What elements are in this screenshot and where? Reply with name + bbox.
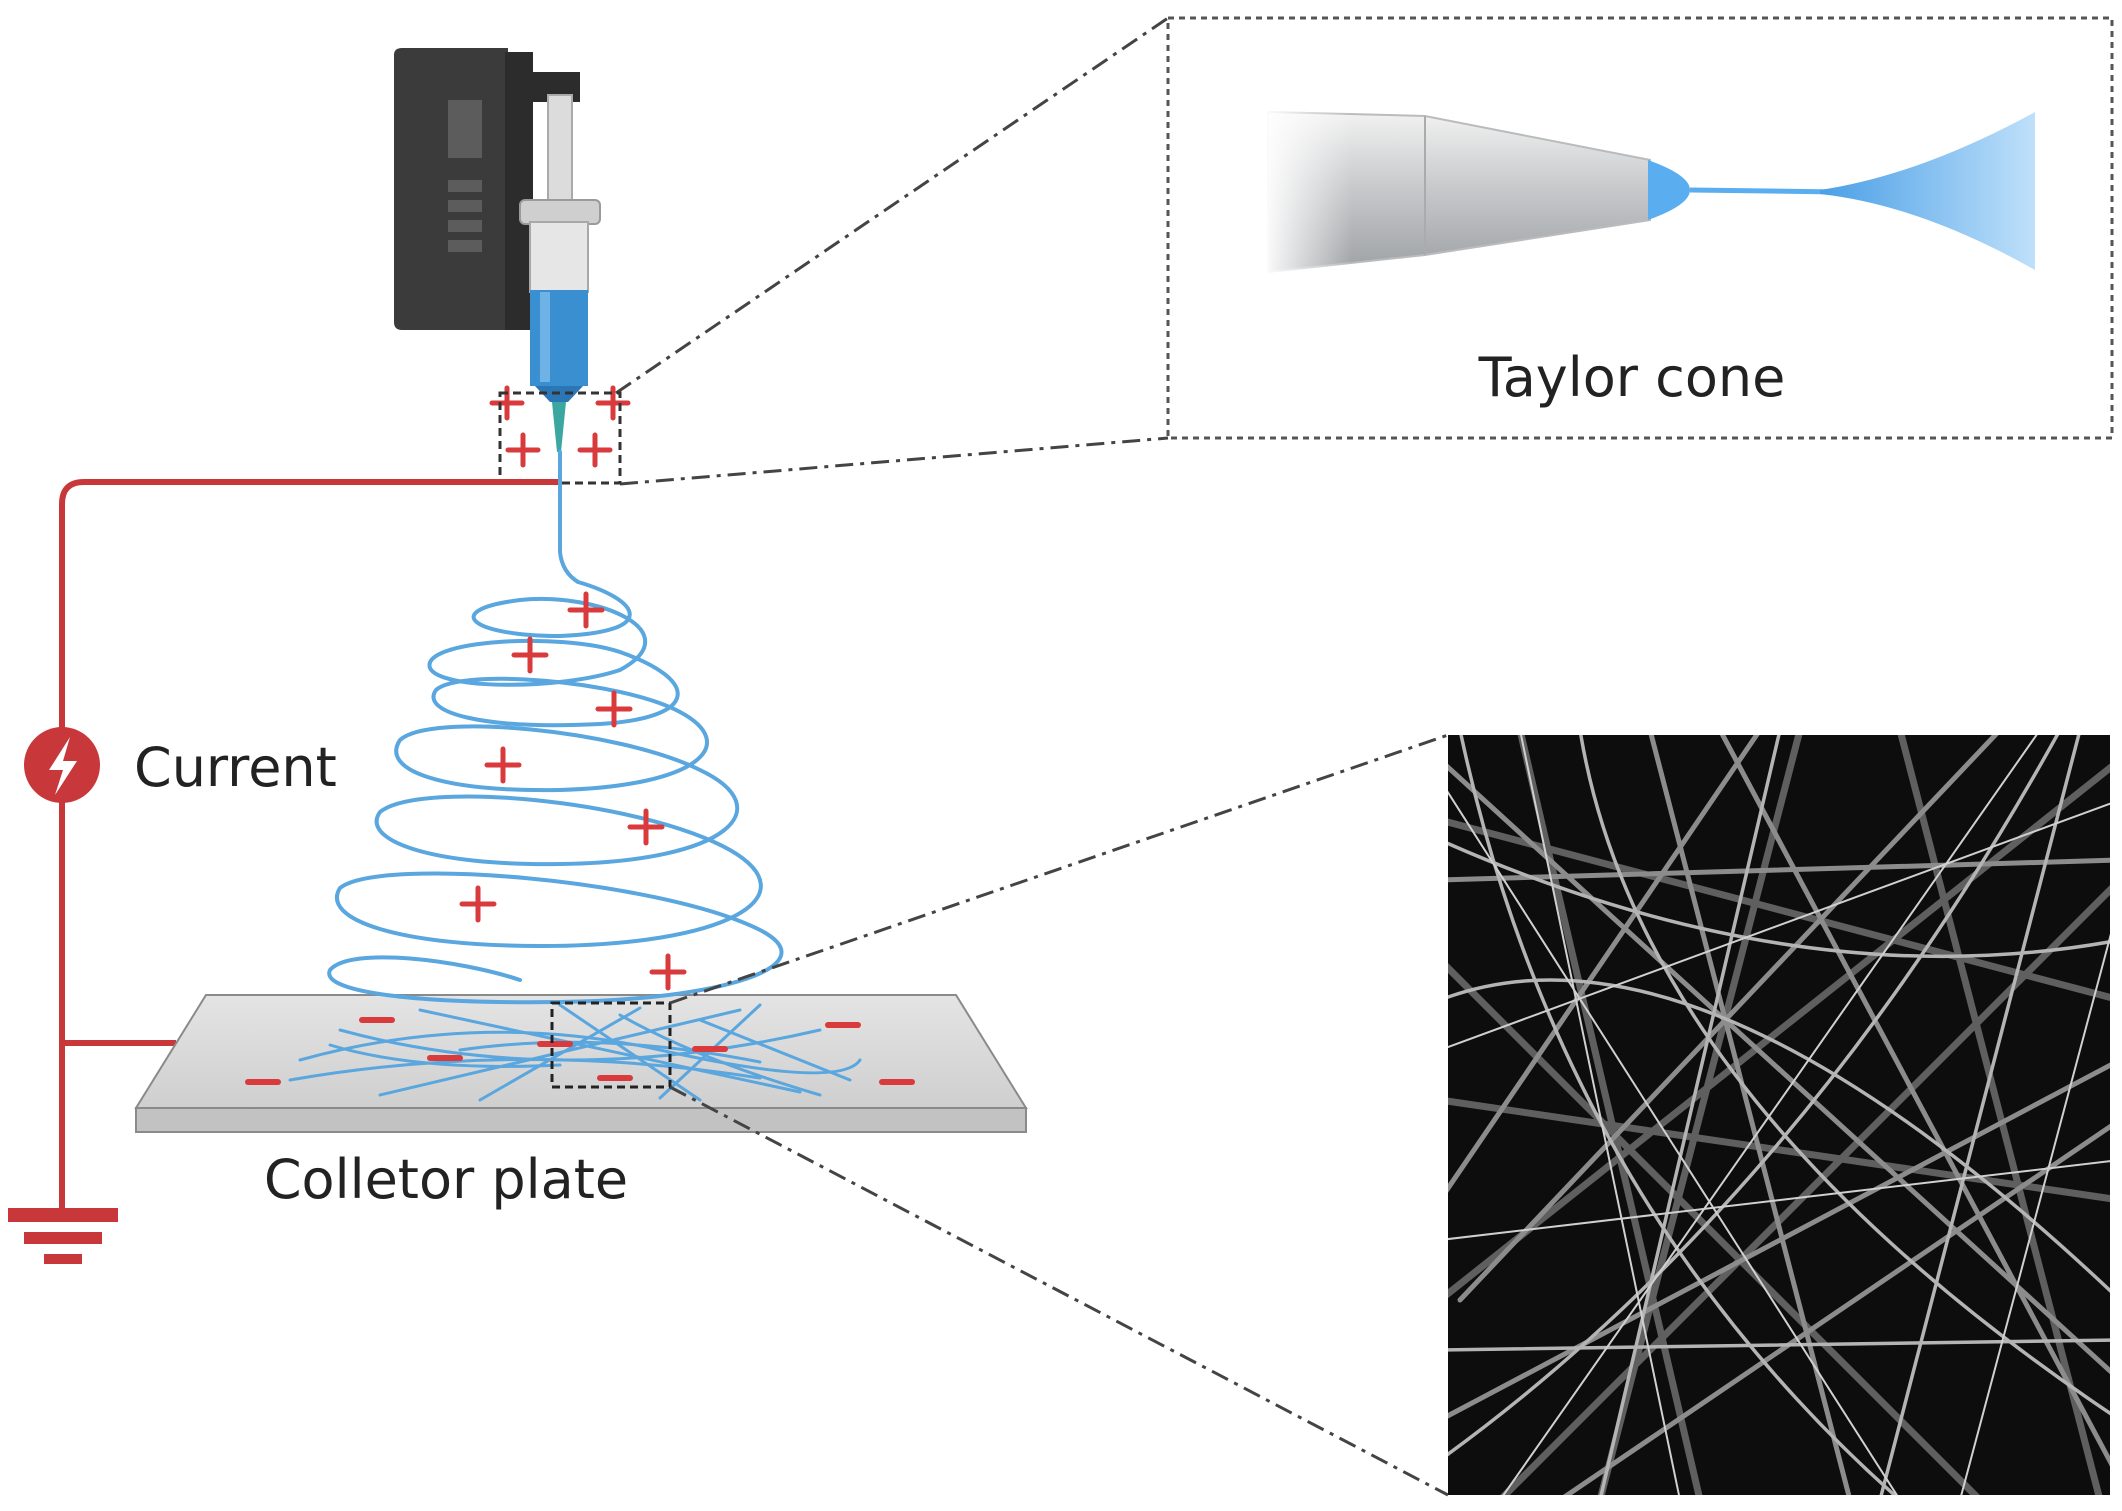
needle-tip (552, 402, 566, 452)
syringe-solution (530, 290, 588, 386)
zoom-lines-bottom (669, 733, 1449, 1497)
jet-charges (459, 591, 687, 991)
circuit-wire (59, 479, 560, 1210)
collector-plate (134, 994, 1028, 1133)
nanofiber-mat-image (1448, 735, 2110, 1495)
whipping-jet (327, 450, 784, 1005)
ground-symbol-icon (8, 1208, 118, 1264)
zoom-lines-top (615, 16, 1169, 486)
lightning-bolt-icon (49, 737, 77, 795)
liquid-jet (1689, 187, 1841, 195)
deposited-fibers (288, 1003, 862, 1102)
power-source-icon (24, 727, 100, 803)
needle-zoom-box (498, 391, 622, 485)
current-label: Current (134, 736, 337, 799)
collector-plate-label: Colletor plate (264, 1148, 628, 1211)
syringe-barrel (529, 221, 589, 293)
plate-charges (245, 1017, 915, 1085)
taylor-cone-inset: Taylor cone (1166, 16, 2114, 440)
syringe-pump (394, 48, 601, 452)
spray-plume (1820, 112, 2035, 270)
pump-display (448, 100, 482, 158)
taylor-cone-label: Taylor cone (1478, 346, 1786, 409)
plunger-rod (547, 94, 573, 206)
taylor-cone-droplet (1648, 160, 1690, 220)
plate-zoom-box (550, 1001, 672, 1089)
